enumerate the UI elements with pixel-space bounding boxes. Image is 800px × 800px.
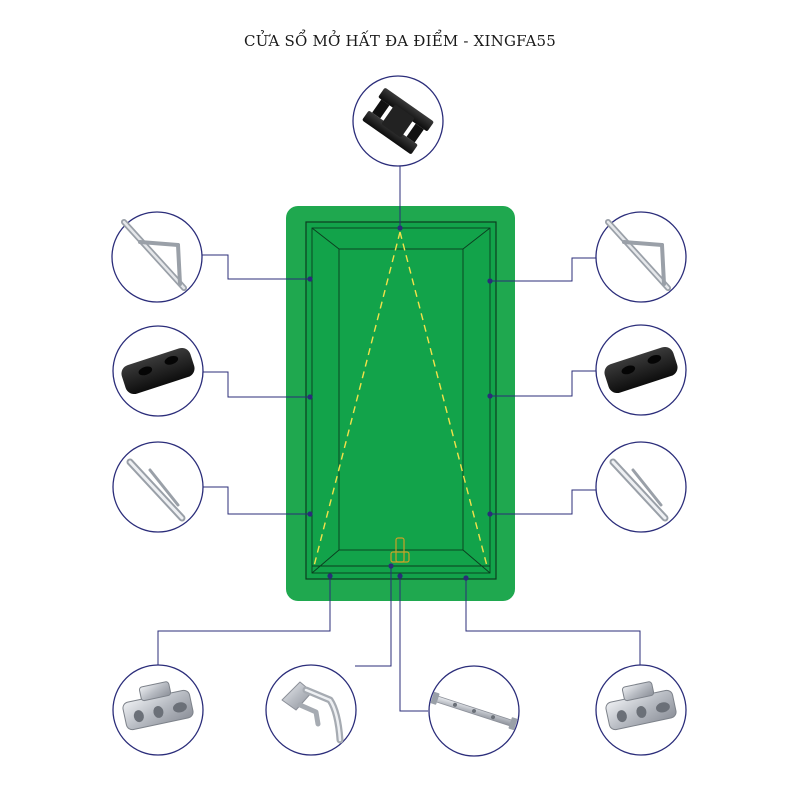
window-frame bbox=[286, 206, 515, 601]
restrictor-arm-icon bbox=[595, 441, 687, 533]
diagram-title: CỬA SỔ MỞ HẤT ĐA ĐIỂM - XINGFA55 bbox=[244, 32, 556, 50]
rubber-block-icon bbox=[112, 325, 204, 417]
window-handle-marker bbox=[390, 537, 410, 563]
lock-keeper-icon bbox=[112, 664, 204, 756]
restrictor-arm-icon bbox=[112, 441, 204, 533]
window-outer-profile bbox=[305, 221, 497, 580]
lock-keeper-icon bbox=[595, 664, 687, 756]
black-corner-connector-icon bbox=[352, 75, 444, 167]
swing-line-right bbox=[399, 231, 488, 567]
multipoint-locking-bar-icon bbox=[428, 665, 520, 757]
glass-area bbox=[338, 248, 464, 551]
rubber-block-icon bbox=[595, 324, 687, 416]
connection-dots bbox=[307, 225, 493, 581]
window-handle-icon bbox=[265, 664, 357, 756]
swing-line-left bbox=[313, 231, 401, 567]
friction-stay-hinge-icon bbox=[111, 211, 203, 303]
leader-lines bbox=[157, 165, 641, 712]
friction-stay-hinge-icon bbox=[595, 211, 687, 303]
